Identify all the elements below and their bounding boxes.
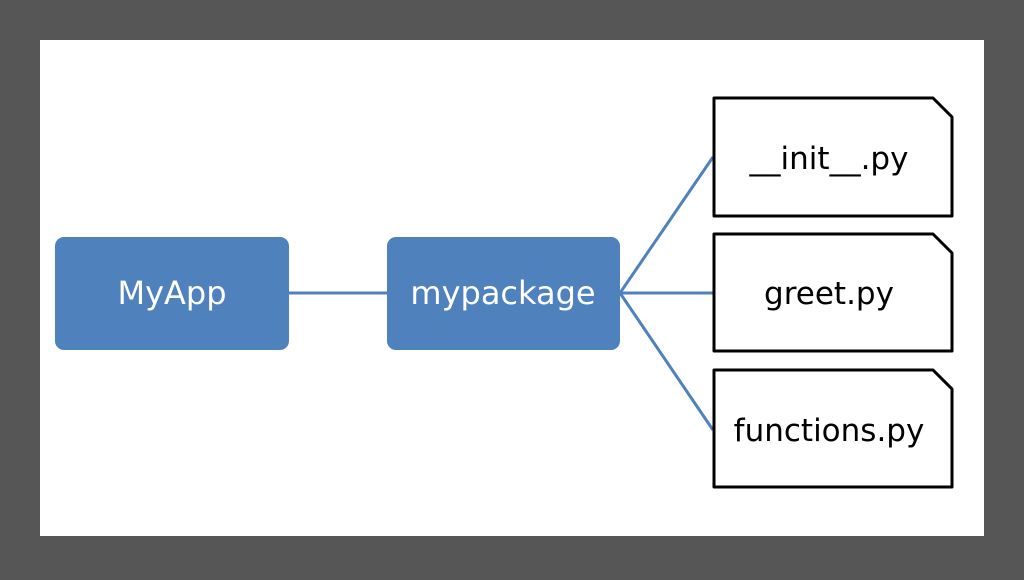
file-node-functions-label: functions.py bbox=[734, 413, 925, 449]
file-node-init[interactable]: __init__.py bbox=[712, 96, 954, 218]
node-mypackage-box bbox=[387, 237, 620, 350]
file-node-greet[interactable]: greet.py bbox=[712, 232, 954, 353]
node-myapp-box bbox=[55, 237, 289, 350]
file-node-greet-shape bbox=[712, 232, 954, 353]
node-mypackage-label: mypackage bbox=[410, 274, 595, 312]
file-node-functions[interactable]: functions.py bbox=[712, 368, 954, 489]
node-myapp-label: MyApp bbox=[117, 274, 226, 312]
file-node-init-shape bbox=[712, 96, 954, 218]
file-node-greet-label: greet.py bbox=[764, 276, 894, 312]
file-node-functions-shape bbox=[712, 368, 954, 489]
node-myapp[interactable]: MyApp bbox=[55, 237, 289, 350]
connector-mypackage-functions bbox=[618, 292, 715, 431]
connector-mypackage-init bbox=[618, 156, 715, 294]
file-node-init-label: __init__.py bbox=[749, 141, 909, 177]
connectors bbox=[289, 156, 715, 431]
node-mypackage[interactable]: mypackage bbox=[387, 237, 620, 350]
